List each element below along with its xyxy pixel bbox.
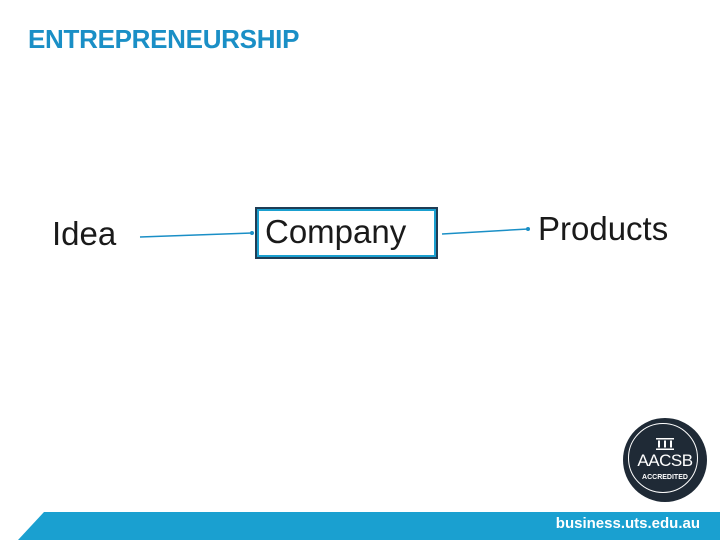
pillars-icon <box>656 438 674 450</box>
node-idea: Idea <box>52 215 117 252</box>
connector-company-products <box>441 228 529 235</box>
seal-name: AACSB <box>637 451 693 470</box>
connector-idea-company <box>139 232 253 238</box>
connector-company-products-end <box>526 227 530 231</box>
page-title: ENTREPRENEURSHIP <box>28 24 300 54</box>
accreditation-seal: AACSB ACCREDITED <box>623 418 707 502</box>
footer-url[interactable]: business.uts.edu.au <box>555 515 700 532</box>
seal-subtitle: ACCREDITED <box>642 474 688 481</box>
connector-idea-company-end <box>250 231 254 235</box>
node-products: Products <box>538 210 669 247</box>
node-company: Company <box>265 213 407 250</box>
company-box <box>255 207 438 259</box>
seal-ring <box>628 423 698 493</box>
